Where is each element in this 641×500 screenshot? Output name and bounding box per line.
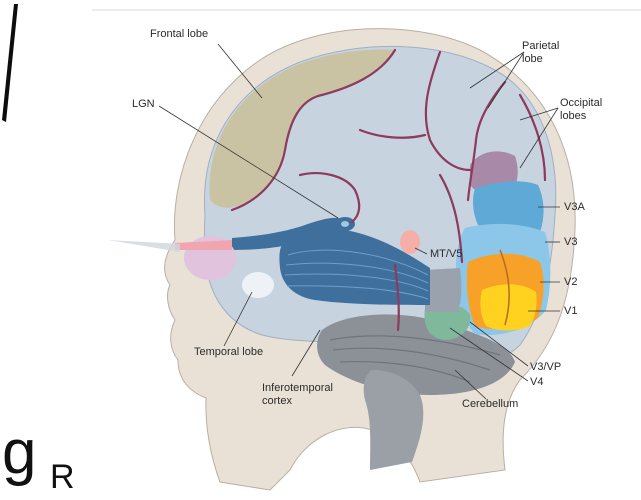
label-lgn: LGN xyxy=(132,98,155,111)
label-temporal-lobe: Temporal lobe xyxy=(194,346,263,359)
label-mt-v5: MT/V5 xyxy=(430,248,462,261)
label-v1: V1 xyxy=(564,305,577,318)
grey-region xyxy=(425,268,461,312)
lgn-core xyxy=(341,221,349,227)
g-subscript: R xyxy=(50,460,75,494)
label-occipital-lobes: Occipital lobes xyxy=(560,97,602,123)
light-beam xyxy=(108,240,180,252)
label-v4: V4 xyxy=(530,376,543,389)
label-inferotemporal-cortex: Inferotemporal cortex xyxy=(262,382,333,408)
g-r-math-label: g R xyxy=(0,214,110,294)
temporal-lobe-patch xyxy=(242,272,274,298)
label-v3-vp: V3/VP xyxy=(530,361,561,374)
label-v2: V2 xyxy=(564,276,577,289)
g-main-symbol: g xyxy=(2,422,36,484)
label-cerebellum: Cerebellum xyxy=(462,398,518,411)
area-mt-v5 xyxy=(400,230,420,254)
label-v3: V3 xyxy=(564,236,577,249)
label-parietal-lobe: Parietal lobe xyxy=(522,40,559,66)
label-v3a: V3A xyxy=(564,201,585,214)
diagonal-stroke xyxy=(2,4,18,122)
label-frontal-lobe: Frontal lobe xyxy=(150,28,208,41)
